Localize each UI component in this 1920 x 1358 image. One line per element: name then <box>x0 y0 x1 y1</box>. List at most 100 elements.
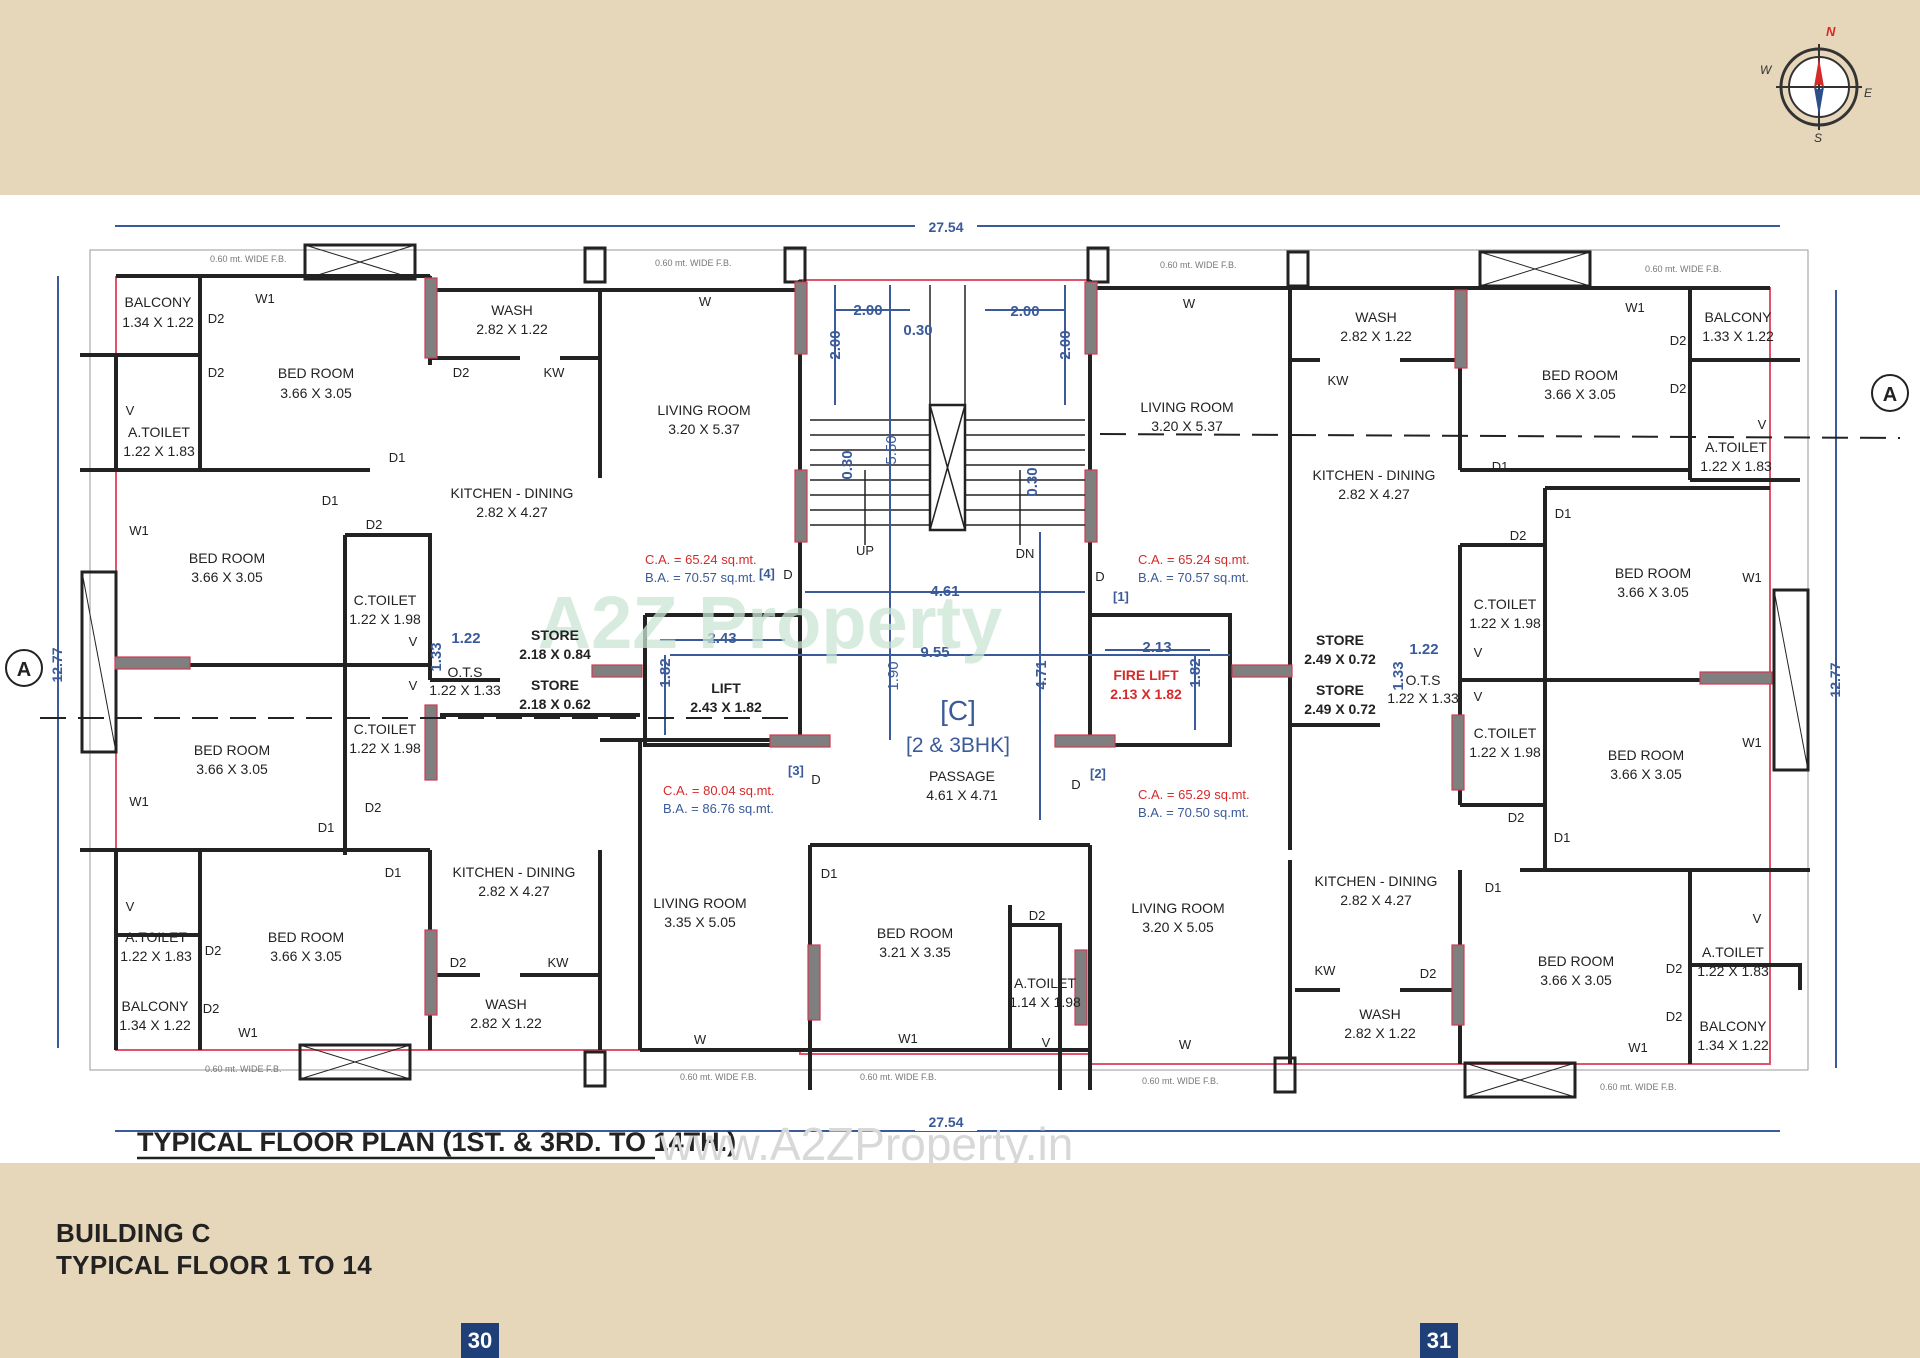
opening-d2: D2 <box>1510 528 1527 543</box>
opening-d1: D1 <box>385 865 402 880</box>
dim-ots-right-width: 1.22 <box>1409 641 1438 658</box>
room-bed-room-size: 3.66 X 3.05 <box>1544 386 1616 402</box>
stair-down-label: DN <box>1016 546 1035 561</box>
opening-d2: D2 <box>208 311 225 326</box>
dim-stair-depth-left: 2.00 <box>827 330 844 359</box>
opening-d1: D1 <box>322 493 339 508</box>
opening-kw: KW <box>544 365 566 380</box>
opening-w1: W1 <box>238 1025 258 1040</box>
room-bed-room-name: BED ROOM <box>1542 367 1618 383</box>
room-bed-room-size: 3.66 X 3.05 <box>1540 972 1612 988</box>
dim-landing-left: 0.30 <box>839 450 856 479</box>
room-wash-size: 2.82 X 1.22 <box>470 1015 542 1031</box>
opening-d2: D2 <box>205 943 222 958</box>
columns <box>114 277 1773 1026</box>
opening-d2: D2 <box>1508 810 1525 825</box>
room-c-toilet-name: C.TOILET <box>354 592 417 608</box>
room-balcony-size: 1.34 X 1.22 <box>1697 1037 1769 1053</box>
dim-stair-width-left: 2.00 <box>853 302 882 319</box>
core-dimension-lines <box>660 285 1230 820</box>
room-bed-room-size: 3.66 X 3.05 <box>191 569 263 585</box>
room-ots-name: O.T.S <box>447 664 482 680</box>
top-band <box>0 0 1920 195</box>
staircase <box>810 285 1085 545</box>
opening-w1: W1 <box>898 1031 918 1046</box>
building-name: BUILDING C <box>56 1218 211 1248</box>
unit-4-ba: B.A. = 70.57 sq.mt. <box>645 570 756 585</box>
room-bed-room-size: 3.66 X 3.05 <box>1617 584 1689 600</box>
room-kitchen-dining-name: KITCHEN - DINING <box>1313 467 1436 483</box>
room-store-size: 2.49 X 0.72 <box>1304 701 1376 717</box>
opening-w1: W1 <box>129 523 149 538</box>
opening-v: V <box>1758 417 1767 432</box>
room-lift-size: 2.43 X 1.82 <box>690 699 762 715</box>
opening-d2: D2 <box>1670 381 1687 396</box>
north-compass-icon: N S E W <box>1760 24 1873 145</box>
room-living-room-size: 3.20 X 5.37 <box>668 421 740 437</box>
room-a-toilet-size: 1.14 X 1.98 <box>1009 994 1081 1010</box>
dim-stair-width-right: 2.00 <box>1010 303 1039 320</box>
opening-d1: D1 <box>318 820 335 835</box>
room-bed-room-name: BED ROOM <box>268 929 344 945</box>
dim-landing-right: 0.30 <box>1024 467 1041 496</box>
compass-w-label: W <box>1760 63 1773 77</box>
opening-v: V <box>409 634 418 649</box>
opening-d2: D2 <box>366 517 383 532</box>
room-bed-room-name: BED ROOM <box>1538 953 1614 969</box>
overall-width-bottom: 27.54 <box>928 1114 963 1130</box>
opening-d2: D2 <box>450 955 467 970</box>
dim-lift-width: 2.43 <box>707 630 736 647</box>
opening-w1: W1 <box>1628 1040 1648 1055</box>
room-bed-room-name: BED ROOM <box>278 365 354 381</box>
room-lift-name: LIFT <box>711 680 741 696</box>
dim-ots-left-depth: 1.33 <box>428 642 445 671</box>
opening-d2: D2 <box>1670 333 1687 348</box>
room-c-toilet-name: C.TOILET <box>354 721 417 737</box>
opening-d2: D2 <box>1666 1009 1683 1024</box>
room-ots-size: 1.22 X 1.33 <box>429 682 501 698</box>
page-number-left: 30 <box>461 1323 499 1358</box>
opening-kw: KW <box>548 955 570 970</box>
room-balcony-name: BALCONY <box>125 294 193 310</box>
room-bed-room-size: 3.66 X 3.05 <box>1610 766 1682 782</box>
fb-label: 0.60 mt. WIDE F.B. <box>1160 260 1237 270</box>
unit-3-ba: B.A. = 86.76 sq.mt. <box>663 801 774 816</box>
room-store-size: 2.18 X 0.62 <box>519 696 591 712</box>
dim-core-width: 9.55 <box>920 644 949 661</box>
dim-fire-lift-depth: 1.82 <box>1187 658 1204 687</box>
core-passage-size: 4.61 X 4.71 <box>926 787 998 803</box>
room-balcony-size: 1.34 X 1.22 <box>119 1017 191 1033</box>
room-store-name: STORE <box>531 627 579 643</box>
room-kitchen-dining-name: KITCHEN - DINING <box>451 485 574 501</box>
room-wash-size: 2.82 X 1.22 <box>1340 328 1412 344</box>
opening-d1: D1 <box>821 866 838 881</box>
website-watermark: www.A2ZProperty.in <box>659 1118 1073 1163</box>
room-bed-room-size: 3.66 X 3.05 <box>196 761 268 777</box>
opening-w1: W1 <box>1625 300 1645 315</box>
opening-d2: D2 <box>453 365 470 380</box>
unit-1-ba: B.A. = 70.57 sq.mt. <box>1138 570 1249 585</box>
room-c-toilet-size: 1.22 X 1.98 <box>1469 744 1541 760</box>
room-c-toilet-size: 1.22 X 1.98 <box>349 740 421 756</box>
room-wash-name: WASH <box>1359 1006 1400 1022</box>
room-kitchen-dining-name: KITCHEN - DINING <box>453 864 576 880</box>
dim-passage-gap: 1.90 <box>885 661 902 690</box>
compass-s-label: S <box>1814 131 1822 145</box>
room-fire-lift-size: 2.13 X 1.82 <box>1110 686 1182 702</box>
opening-d1: D1 <box>1554 830 1571 845</box>
room-living-room-size: 3.20 X 5.37 <box>1151 418 1223 434</box>
room-a-toilet-size: 1.22 X 1.83 <box>1700 458 1772 474</box>
room-bed-room-size: 3.66 X 3.05 <box>280 385 352 401</box>
unit-3-tag: [3] <box>788 763 804 778</box>
fb-label: 0.60 mt. WIDE F.B. <box>1645 264 1722 274</box>
page-number-right: 31 <box>1420 1323 1458 1358</box>
opening-d2: D2 <box>1666 961 1683 976</box>
room-wash-size: 2.82 X 1.22 <box>476 321 548 337</box>
room-kitchen-dining-size: 2.82 X 4.27 <box>478 883 550 899</box>
room-wash-name: WASH <box>491 302 532 318</box>
opening-d2: D2 <box>1420 966 1437 981</box>
room-ots-name: O.T.S <box>1405 672 1440 688</box>
opening-w: W <box>694 1032 707 1047</box>
logo-watermark: A2Z Property <box>538 581 1003 664</box>
section-marker-left: A <box>17 659 31 681</box>
